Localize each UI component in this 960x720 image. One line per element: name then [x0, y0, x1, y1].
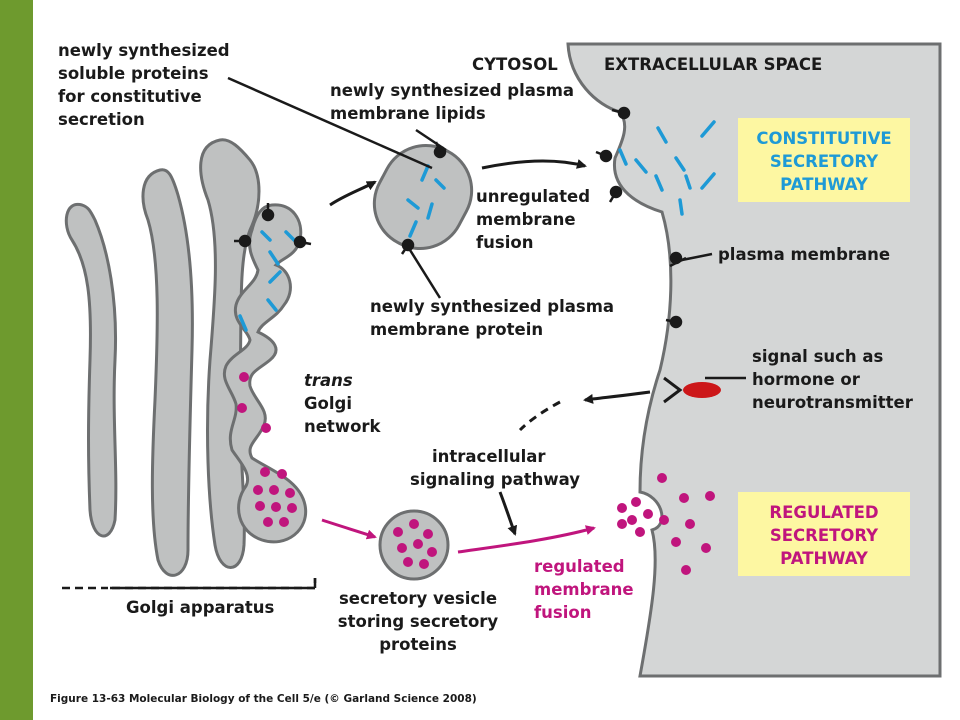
constitutive-box-line-1: CONSTITUTIVE [756, 129, 891, 148]
secretory-vesicle-label-3: proteins [379, 635, 457, 654]
regulated-fusion-label-1: regulated [534, 557, 625, 576]
signal-label-2: hormone or [752, 370, 861, 389]
constitutive-box [738, 118, 910, 202]
soluble-protein-cargo [238, 120, 716, 332]
regulated-box-line-3: PATHWAY [780, 549, 869, 568]
extracellular-label: EXTRACELLULAR SPACE [604, 55, 822, 74]
soluble-label-1: newly synthesized [58, 41, 230, 60]
signal-molecule [683, 382, 721, 398]
unregulated-label-2: membrane [476, 210, 576, 229]
regulated-fusion-label-3: fusion [534, 603, 591, 622]
intracellular-label-2: signaling pathway [410, 470, 580, 489]
signal-label-3: neurotransmitter [752, 393, 914, 412]
lipids-label-1: newly synthesized plasma [330, 81, 574, 100]
unregulated-label-3: fusion [476, 233, 533, 252]
golgi-cisterna-1 [64, 202, 118, 538]
secretory-vesicle-label-2: storing secretory [338, 612, 499, 631]
golgi-label: Golgi [304, 394, 352, 413]
regulated-box [738, 492, 910, 576]
secretory-vesicle-label-1: secretory vesicle [339, 589, 497, 608]
regulated-fusion-label-2: membrane [534, 580, 634, 599]
regulated-box-line-1: REGULATED [769, 503, 878, 522]
unregulated-label-1: unregulated [476, 187, 590, 206]
golgi-bracket [62, 578, 317, 590]
lipids-label-2: membrane lipids [330, 104, 486, 123]
cytosol-label: CYTOSOL [472, 55, 558, 74]
transport-vesicle [372, 143, 474, 251]
side-accent-bar [0, 0, 33, 720]
figure-caption: Figure 13-63 Molecular Biology of the Ce… [50, 693, 477, 705]
intracellular-label-1: intracellular [432, 447, 546, 466]
constitutive-box-line-2: SECRETORY [770, 152, 879, 171]
soluble-label-3: for constitutive [58, 87, 202, 106]
arrows [321, 159, 651, 554]
soluble-label-4: secretion [58, 110, 145, 129]
regulated-box-line-2: SECRETORY [770, 526, 879, 545]
plasma-membrane-label: plasma membrane [718, 245, 890, 264]
trans-golgi-network [222, 203, 308, 544]
regulated-cargo [237, 372, 715, 575]
protein-label-2: membrane protein [370, 320, 543, 339]
trans-label: trans [304, 371, 353, 390]
signal-label-1: signal such as [752, 347, 884, 366]
soluble-label-2: soluble proteins [58, 64, 209, 83]
golgi-apparatus-label: Golgi apparatus [126, 598, 275, 617]
constitutive-box-line-3: PATHWAY [780, 175, 869, 194]
leader-lines [227, 76, 746, 380]
protein-label-1: newly synthesized plasma [370, 297, 614, 316]
network-label: network [304, 417, 382, 436]
receptor [663, 376, 683, 404]
golgi-cisterna-2 [141, 168, 194, 577]
